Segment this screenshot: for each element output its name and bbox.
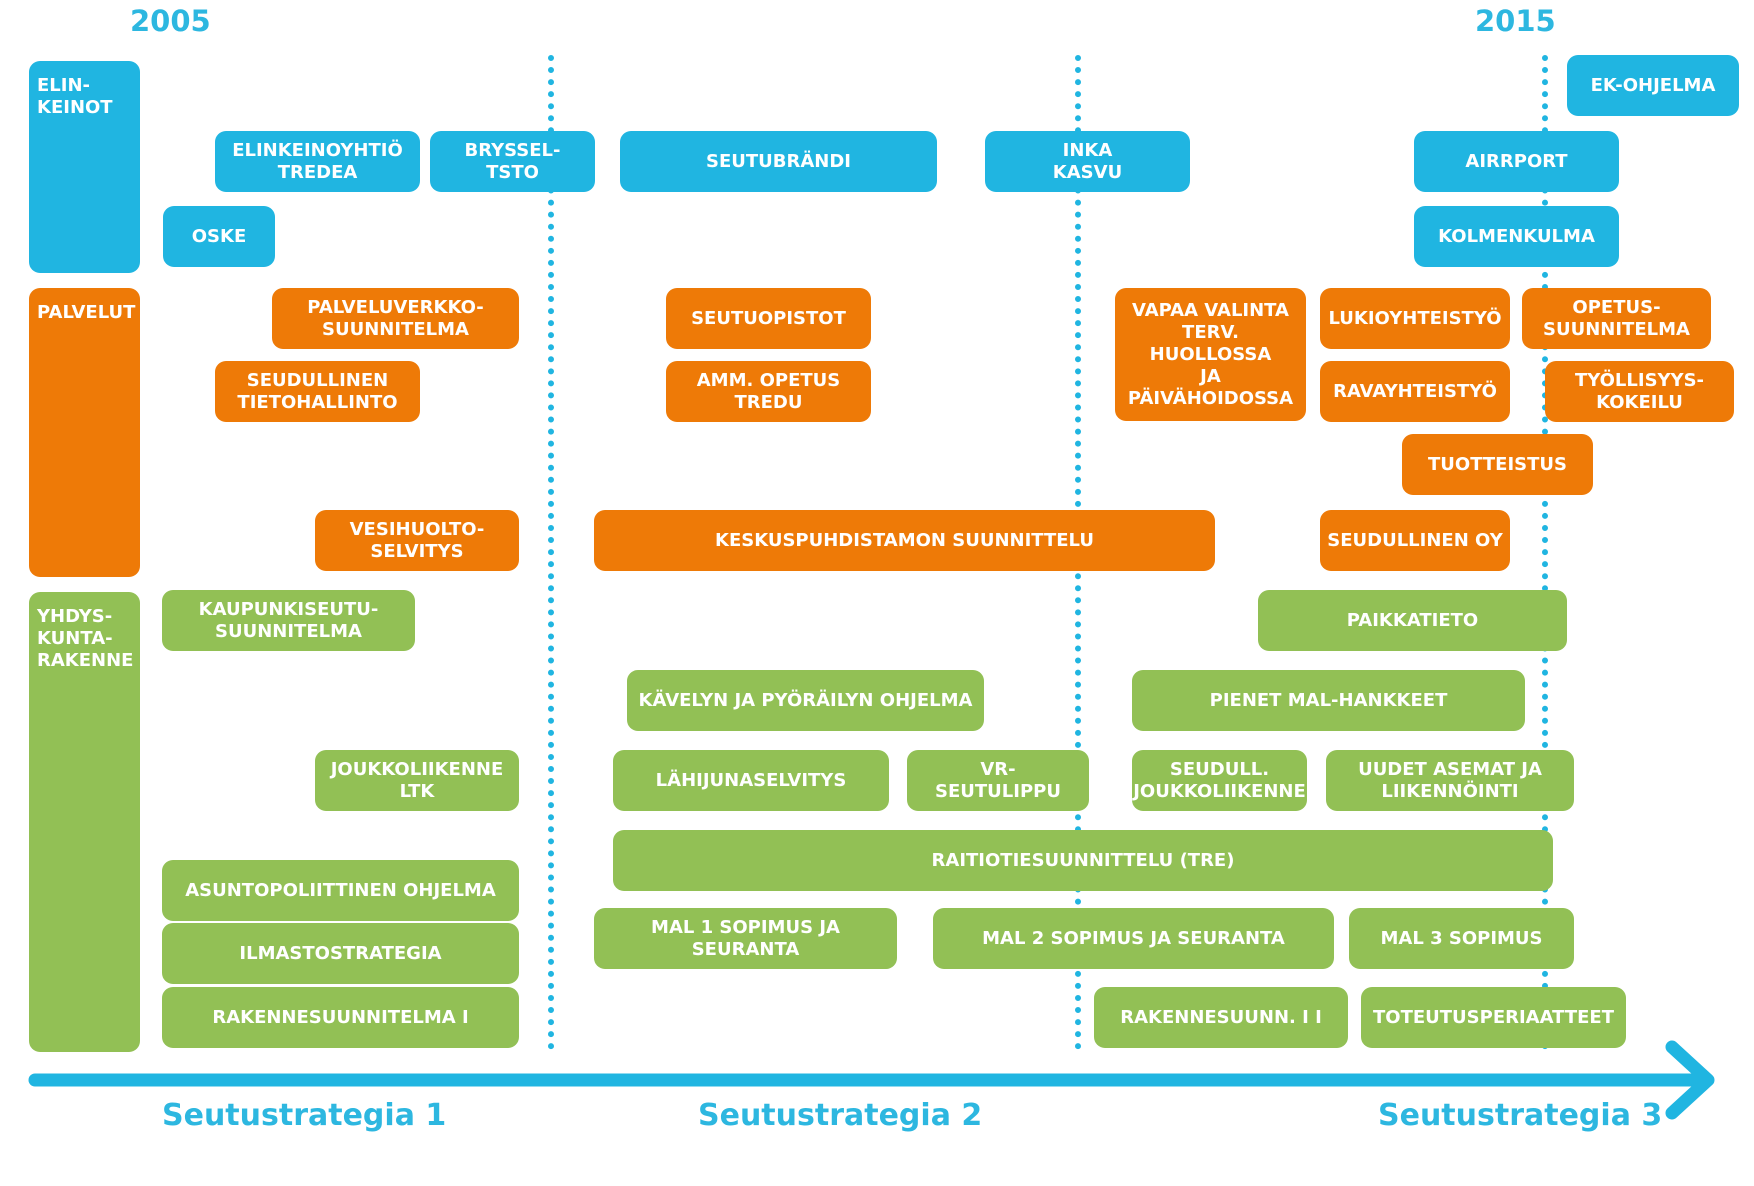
item-lahijunaselvitys: LÄHIJUNASELVITYS <box>613 750 889 811</box>
strategy-label-3: Seutustrategia 3 <box>1378 1098 1663 1133</box>
strategy-label-2: Seutustrategia 2 <box>698 1098 983 1133</box>
item-kaupunkiseutusuunnitelma: KAUPUNKISEUTU- SUUNNITELMA <box>162 590 415 651</box>
item-bryssel-tsto: BRYSSEL- TSTO <box>430 131 595 192</box>
item-seudull-joukkoliikenne: SEUDULL. JOUKKOLIIKENNE <box>1132 750 1307 811</box>
item-amm-opetus-tredu: AMM. OPETUS TREDU <box>666 361 871 422</box>
category-palvelut: PALVELUT <box>29 288 140 577</box>
item-vapaa-valinta: VAPAA VALINTA TERV. HUOLLOSSA JA PÄIVÄHO… <box>1115 288 1306 421</box>
item-oske: OSKE <box>163 206 275 267</box>
item-kolmenkulma: KOLMENKULMA <box>1414 206 1619 267</box>
item-airrport: AIRRPORT <box>1414 131 1619 192</box>
item-vesihuoltoselvitys: VESIHUOLTO- SELVITYS <box>315 510 519 571</box>
item-paikkatieto: PAIKKATIETO <box>1258 590 1567 651</box>
item-tyollisyyskokeilu: TYÖLLISYYS- KOKEILU <box>1545 361 1734 422</box>
item-mal-3-sopimus: MAL 3 SOPIMUS <box>1349 908 1574 969</box>
item-pienet-mal-hankkeet: PIENET MAL-HANKKEET <box>1132 670 1525 731</box>
item-toteutusperiaatteet: TOTEUTUSPERIAATTEET <box>1361 987 1626 1048</box>
item-raitiotiesuunnittelu: RAITIOTIESUUNNITTELU (TRE) <box>613 830 1553 891</box>
year-end-label: 2015 <box>1475 4 1556 38</box>
item-asuntopoliittinen-ohjelma: ASUNTOPOLIITTINEN OHJELMA <box>162 860 519 921</box>
strategy-label-1: Seutustrategia 1 <box>162 1098 447 1133</box>
item-tuotteistus: TUOTTEISTUS <box>1402 434 1593 495</box>
item-seudullinen-tietohallinto: SEUDULLINEN TIETOHALLINTO <box>215 361 420 422</box>
item-joukkoliikenne-ltk: JOUKKOLIIKENNE LTK <box>315 750 519 811</box>
item-mal-1-sopimus: MAL 1 SOPIMUS JA SEURANTA <box>594 908 897 969</box>
item-palveluverkkosuunnitelma: PALVELUVERKKO- SUUNNITELMA <box>272 288 519 349</box>
item-seudullinen-oy: SEUDULLINEN OY <box>1320 510 1510 571</box>
year-start-label: 2005 <box>130 4 211 38</box>
item-lukioyhteistyo: LUKIOYHTEISTYÖ <box>1320 288 1510 349</box>
item-uudet-asemat-ja-liikennointi: UUDET ASEMAT JA LIIKENNÖINTI <box>1326 750 1574 811</box>
divider-line-1 <box>548 55 554 1050</box>
category-elinkeinot: ELIN- KEINOT <box>29 61 140 273</box>
item-rakennesuunnitelma-i: RAKENNESUUNNITELMA I <box>162 987 519 1048</box>
item-ek-ohjelma: EK-OHJELMA <box>1567 55 1739 116</box>
item-keskuspuhdistamon-suunnittelu: KESKUSPUHDISTAMON SUUNNITTELU <box>594 510 1215 571</box>
divider-line-3 <box>1542 55 1548 1050</box>
item-ilmastostrategia: ILMASTOSTRATEGIA <box>162 923 519 984</box>
item-seutubrandi: SEUTUBRÄNDI <box>620 131 937 192</box>
item-opetussuunnitelma: OPETUS- SUUNNITELMA <box>1522 288 1711 349</box>
item-vr-seutulippu: VR- SEUTULIPPU <box>907 750 1089 811</box>
item-ravayhteistyo: RAVAYHTEISTYÖ <box>1320 361 1510 422</box>
item-rakennesuunn-ii: RAKENNESUUNN. I I <box>1094 987 1348 1048</box>
item-inka-kasvu: INKA KASVU <box>985 131 1190 192</box>
item-seutuopistot: SEUTUOPISTOT <box>666 288 871 349</box>
category-yhdyskuntarakenne: YHDYS- KUNTA- RAKENNE <box>29 592 140 1052</box>
item-mal-2-sopimus: MAL 2 SOPIMUS JA SEURANTA <box>933 908 1334 969</box>
item-elinkeinoyhtio-tredea: ELINKEINOYHTIÖ TREDEA <box>215 131 420 192</box>
item-kavelyn-ja-pyorailyn-ohjelma: KÄVELYN JA PYÖRÄILYN OHJELMA <box>627 670 984 731</box>
